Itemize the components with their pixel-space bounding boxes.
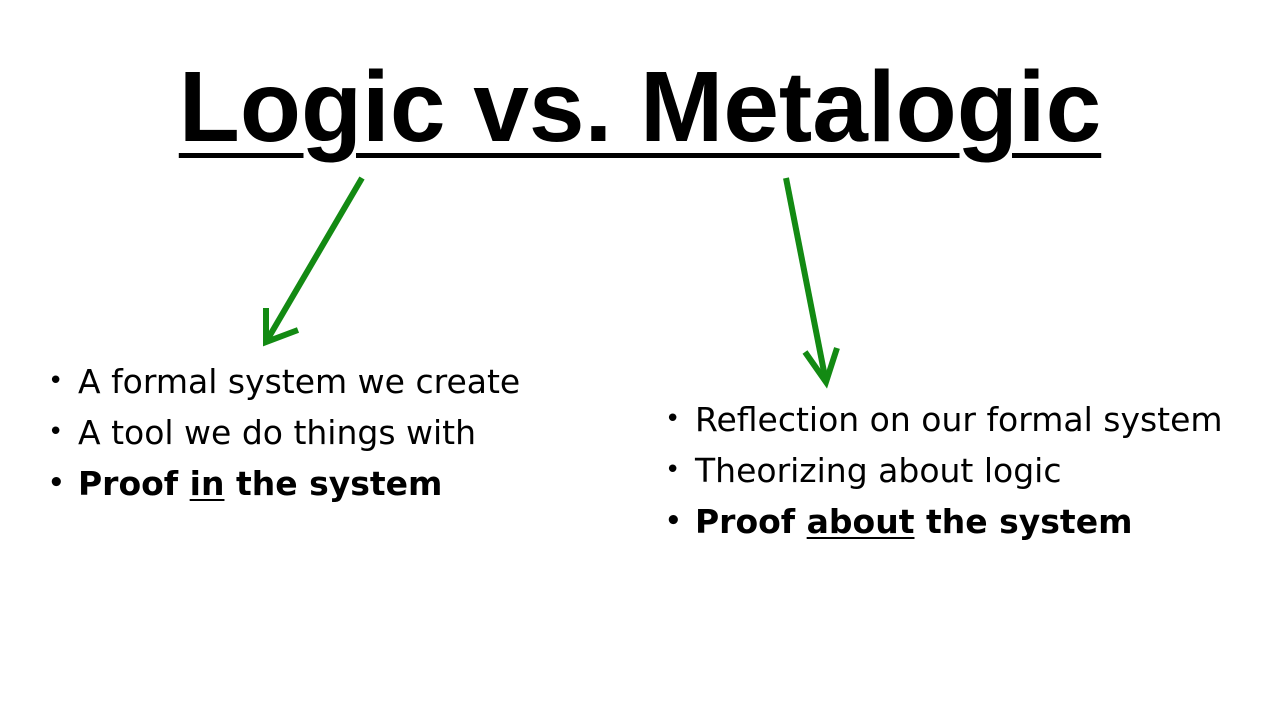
left-arrow-icon xyxy=(263,176,365,347)
emphasis-suffix: the system xyxy=(914,502,1133,541)
metalogic-bullet-list: Reflection on our formal system Theorizi… xyxy=(665,394,1223,547)
emphasis-suffix: the system xyxy=(224,464,443,503)
emphasis-prefix: Proof xyxy=(695,502,807,541)
list-item-emphasis: Proof in the system xyxy=(48,458,520,509)
emphasis-underlined-word: about xyxy=(806,502,915,541)
list-item: A tool we do things with xyxy=(48,407,520,458)
emphasis-underlined-word: in xyxy=(189,464,225,503)
emphasis-prefix: Proof xyxy=(78,464,190,503)
list-item: Reflection on our formal system xyxy=(665,394,1223,445)
right-arrow-icon xyxy=(783,177,840,389)
list-item: A formal system we create xyxy=(48,356,520,407)
list-item-emphasis: Proof about the system xyxy=(665,496,1223,547)
slide-title: Logic vs. Metalogic xyxy=(178,51,1102,163)
list-item: Theorizing about logic xyxy=(665,445,1223,496)
logic-bullet-list: A formal system we create A tool we do t… xyxy=(48,356,520,509)
